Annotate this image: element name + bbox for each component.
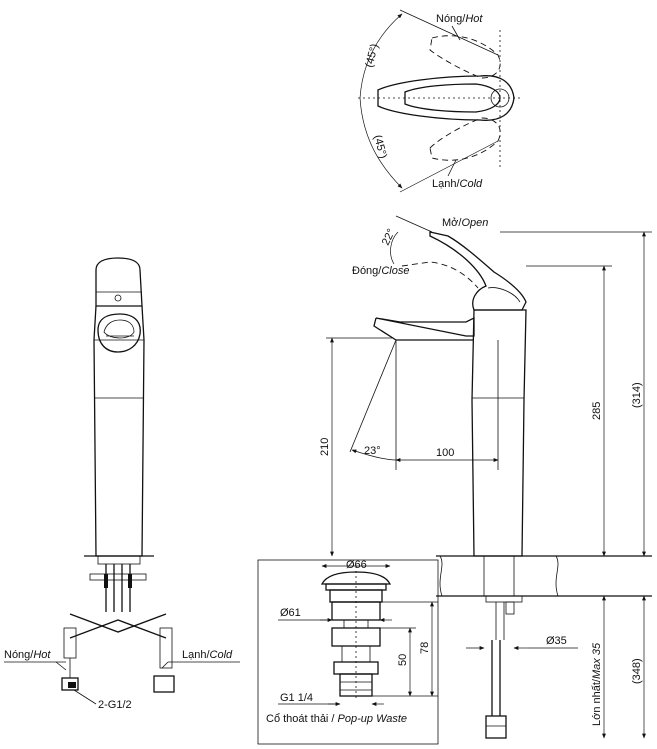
max-label: Lớn nhất/Max 35	[591, 642, 603, 726]
flange-dia-label: Ø66	[346, 559, 367, 571]
total-height-label: (314)	[631, 382, 643, 408]
hole-dia-label: Ø35	[546, 635, 567, 647]
thread-label: G1 1/4	[280, 692, 313, 704]
cold-hose-label: Lạnh/Cold	[182, 649, 233, 661]
angle-open-label: 22°	[380, 227, 398, 247]
popup-waste-label: Cổ thoát thải / Pop-up Waste	[266, 713, 407, 725]
spout-reach-label: 100	[436, 447, 454, 459]
body-dia-label: Ø61	[280, 607, 301, 619]
waste-height-50-label: 50	[397, 654, 409, 666]
waste-height-78-label: 78	[419, 642, 431, 654]
open-label: Mở/Open	[442, 217, 488, 229]
cold-top-label: Lạnh/Cold	[432, 178, 483, 190]
angle-spout-label: 23°	[364, 445, 381, 457]
spout-height-label: 210	[319, 438, 331, 456]
angle-cold-label: (45°)	[371, 134, 389, 160]
connector-label: 2-G1/2	[98, 699, 132, 711]
angle-hot-label: (45°)	[363, 43, 381, 69]
front-view: Nóng/Hot Lạnh/Cold 2-G1/2	[4, 257, 240, 711]
side-view: 22° Mở/Open Đóng/Close 23° 100 210 285 (…	[319, 215, 652, 739]
body-height-label: 285	[591, 402, 603, 420]
hot-top-label: Nóng/Hot	[436, 13, 483, 25]
top-view: (45°) (45°) Nóng/Hot Lạnh/Cold	[358, 9, 520, 193]
popup-waste-view: Ø66 Ø61 78 50 G1 1/4 Cổ thoát thải / Pop…	[257, 559, 439, 745]
close-label: Đóng/Close	[352, 265, 409, 277]
hot-hose-label: Nóng/Hot	[4, 649, 51, 661]
hose-length-label: (348)	[631, 658, 643, 684]
